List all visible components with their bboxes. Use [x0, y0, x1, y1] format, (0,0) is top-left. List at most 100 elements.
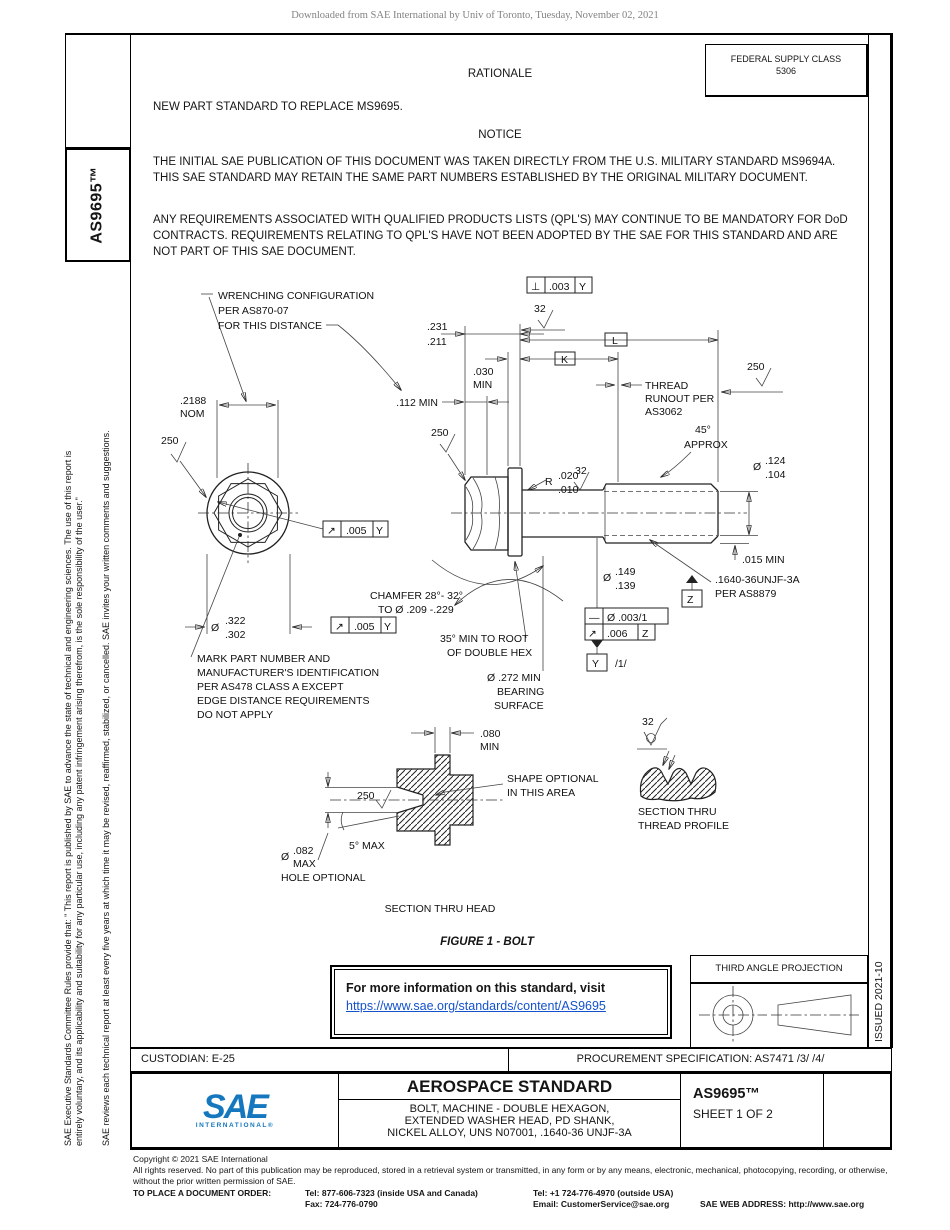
third-angle-projection-box: THIRD ANGLE PROJECTION — [690, 955, 868, 1048]
dim-015-min: .015 MIN — [742, 554, 785, 566]
roughness-250-section: 250 — [357, 790, 375, 802]
section-thru-thread — [637, 717, 717, 802]
roughness-250-flange: 250 — [431, 427, 449, 439]
dim-010: .010 — [558, 484, 579, 496]
figure-1-bolt-drawing: WRENCHING CONFIGURATION PER AS870-07 FOR… — [161, 276, 800, 915]
doc-number: AS9695™ — [693, 1086, 760, 1102]
shape-optional-line2: IN THIS AREA — [507, 787, 575, 799]
federal-supply-class-value: 5306 — [775, 66, 797, 76]
fcf1-datum: Y — [376, 525, 383, 537]
mark-note-line4: EDGE DISTANCE REQUIREMENTS — [197, 695, 370, 707]
third-angle-projection-symbol — [699, 986, 859, 1044]
dim-2188: .2188 — [180, 395, 206, 407]
fcf-perp-tolerance: .003 — [549, 281, 570, 293]
dim-211: .211 — [427, 336, 447, 348]
dim-020: .020 — [558, 470, 579, 482]
dim-149: .149 — [615, 566, 636, 578]
side-view-dimensions — [431, 276, 783, 672]
notice-paragraph-2: ANY REQUIREMENTS ASSOCIATED WITH QUALIFI… — [153, 214, 848, 258]
dia-149-symbol: Ø — [603, 572, 611, 584]
procurement-cell: PROCUREMENT SPECIFICATION: AS7471 /3/ /4… — [576, 1053, 825, 1065]
mark-note-line2: MANUFACTURER'S IDENTIFICATION — [197, 667, 379, 679]
sae-logo-text: SAE — [203, 1088, 269, 1126]
dim-2188-nom: NOM — [180, 408, 205, 420]
thread-spec-line1: .1640-36UNJF-3A — [715, 574, 800, 586]
rationale-text: NEW PART STANDARD TO REPLACE MS9695. — [153, 101, 403, 113]
bolt-side-view — [451, 467, 747, 557]
dim-139: .139 — [615, 580, 636, 592]
chamfer-note-line1: CHAMFER 28°- 32° — [370, 590, 463, 602]
runout-note-line3: AS3062 — [645, 406, 683, 418]
section-thread-label-line2: THREAD PROFILE — [638, 820, 729, 832]
sidebar-review-note: SAE reviews each technical report at lea… — [101, 430, 111, 1146]
wrenching-note-line3: FOR THIS DISTANCE — [218, 320, 322, 332]
sheet-number: SHEET 1 OF 2 — [693, 1107, 773, 1121]
section-thru-head-label: SECTION THRU HEAD — [385, 903, 496, 915]
footer-rights: All rights reserved. No part of this pub… — [133, 1165, 888, 1186]
roughness-32-bearing: 32 — [534, 303, 546, 315]
footer-order-label: TO PLACE A DOCUMENT ORDER: — [133, 1188, 272, 1198]
mark-note-line3: PER AS478 CLASS A EXCEPT — [197, 681, 344, 693]
notice-heading: NOTICE — [478, 129, 522, 141]
fcf-runout-datum: Z — [642, 628, 649, 640]
footer-email: Email: CustomerService@sae.org — [533, 1199, 670, 1209]
dia-124-symbol: Ø — [753, 461, 761, 473]
title-line1: BOLT, MACHINE - DOUBLE HEXAGON, — [409, 1103, 610, 1115]
sae-logo-subtext: INTERNATIONAL® — [195, 1122, 275, 1129]
wrenching-note-line2: PER AS870-07 — [218, 305, 289, 317]
footer-fax: Fax: 724-776-0790 — [305, 1199, 378, 1209]
wrenching-note-line1: WRENCHING CONFIGURATION — [218, 290, 374, 302]
mark-note-line5: DO NOT APPLY — [197, 709, 273, 721]
head-end-view — [170, 293, 401, 658]
title-block-empty-cell — [823, 1074, 890, 1147]
bearing-note-line2: BEARING — [497, 686, 544, 698]
fcf-straightness-symbol: — — [589, 612, 600, 624]
dim-104: .104 — [765, 469, 786, 481]
custodian-cell: CUSTODIAN: E-25 — [131, 1049, 509, 1071]
fcf1-tolerance: .005 — [346, 525, 367, 537]
rationale-heading: RATIONALE — [467, 68, 533, 80]
angle-5-max: 5° MAX — [349, 840, 385, 852]
footer-tel-inside: Tel: 877-606-7323 (inside USA and Canada… — [305, 1188, 478, 1198]
fcf2-tolerance: .005 — [354, 621, 375, 633]
thread-spec-line2: PER AS8879 — [715, 588, 776, 600]
fcf-runout-symbol: ↗ — [588, 628, 597, 640]
mark-note-line1: MARK PART NUMBER AND — [197, 653, 330, 665]
fcf-perp-datum: Y — [579, 281, 586, 293]
fcf-perp-symbol: ⊥ — [531, 281, 540, 293]
third-angle-projection-title: THIRD ANGLE PROJECTION — [691, 956, 867, 984]
sidebar-doc-number: AS9695™ — [89, 166, 107, 244]
angle-45-approx: APPROX — [684, 439, 728, 451]
federal-supply-class-label: FEDERAL SUPPLY CLASS — [730, 54, 842, 64]
dim-302: .302 — [225, 629, 246, 641]
info-box-text: For more information on this standard, v… — [346, 981, 606, 995]
fcf-runout-tolerance: .006 — [607, 628, 628, 640]
dim-231: .231 — [427, 321, 448, 333]
runout-note-line1: THREAD — [645, 380, 689, 392]
dim-030: .030 — [473, 366, 494, 378]
dia-322-symbol: Ø — [211, 622, 219, 634]
bearing-note-line1: Ø .272 MIN — [487, 672, 541, 684]
datum-note-1: /1/ — [615, 658, 627, 670]
radius-label: R — [545, 476, 553, 488]
roughness-250-thread: 250 — [747, 361, 765, 373]
standard-type-heading: AEROSPACE STANDARD — [339, 1074, 680, 1100]
section-thru-head — [317, 727, 505, 861]
figure-caption: FIGURE 1 - BOLT — [440, 936, 534, 948]
hexroot-note-line2: OF DOUBLE HEX — [447, 647, 532, 659]
sidebar-box-empty — [65, 33, 131, 148]
standard-link[interactable]: https://www.sae.org/standards/content/AS… — [346, 999, 606, 1013]
fcf2-runout-symbol: ↗ — [335, 621, 344, 633]
roughness-250-head: 250 — [161, 435, 179, 447]
footer-copyright: Copyright © 2021 SAE International — [133, 1154, 268, 1164]
sidebar-disclaimer-line2: entirely voluntary, and its applicabilit… — [74, 497, 84, 1146]
issued-date: ISSUED 2021-10 — [873, 961, 885, 1042]
dim-080-min: MIN — [480, 741, 499, 753]
dim-030-min: MIN — [473, 379, 492, 391]
dim-082: .082 — [293, 845, 314, 857]
roughness-32-shank: 32 — [575, 465, 587, 477]
dim-080: .080 — [480, 728, 501, 740]
sidebar-box-docnumber: AS9695™ — [65, 148, 131, 262]
runout-note-line2: RUNOUT PER — [645, 393, 715, 405]
